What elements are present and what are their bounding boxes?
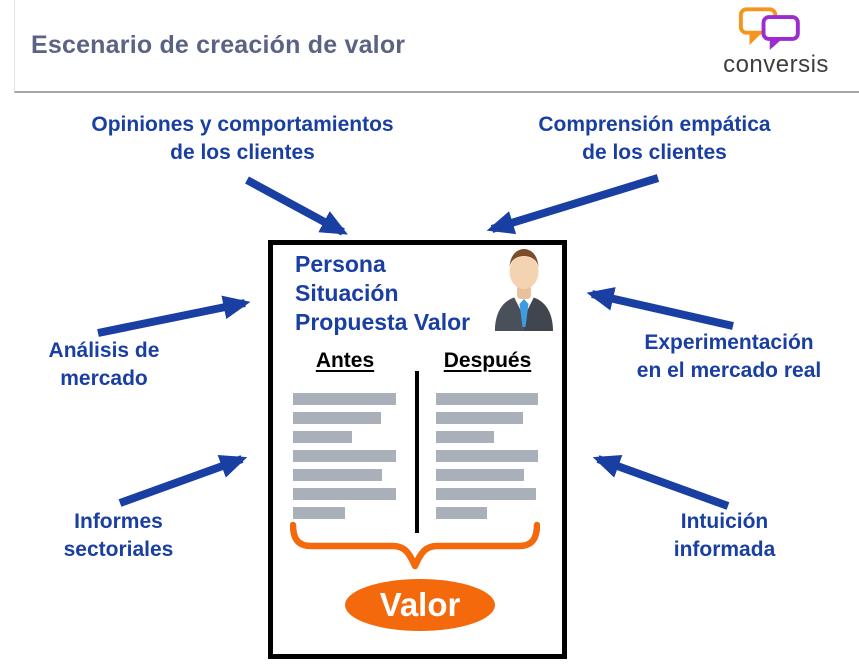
label-intuicion: Intuición informada — [673, 510, 776, 561]
report-line-bar — [293, 412, 381, 424]
valor-ellipse: Valor — [345, 579, 495, 631]
arrow-analisis-to-box — [97, 295, 251, 337]
speech-bubbles-icon — [738, 7, 800, 50]
report-line-bar — [436, 412, 523, 424]
report-line-bar — [436, 450, 538, 462]
scenario-box: Persona Situación Propuesta Valor Antes … — [268, 240, 567, 659]
label-analisis: Análisis de mercado — [48, 339, 160, 390]
report-line-bar — [293, 450, 396, 462]
report-line-bar — [293, 469, 382, 481]
label-opiniones: Opiniones y comportamientos de los clien… — [91, 113, 394, 164]
report-line-bar — [293, 507, 345, 519]
label-informes: Informes sectoriales — [63, 510, 174, 561]
report-line-bar — [436, 431, 494, 443]
page-title: Escenario de creación de valor — [31, 31, 406, 59]
arrow-informes-to-box — [118, 455, 248, 507]
report-line-bar — [293, 393, 396, 405]
label-comprension: Comprensión empática de los clientes — [538, 113, 771, 164]
report-line-bar — [436, 507, 487, 519]
report-line-bar — [436, 393, 538, 405]
column-antes: Antes — [293, 349, 397, 526]
scenario-heading: Persona Situación Propuesta Valor — [295, 251, 471, 335]
antes-bars — [293, 393, 397, 519]
antes-header: Antes — [315, 349, 375, 372]
header-band: Escenario de creación de valor conversis — [14, 0, 859, 93]
despues-bars — [436, 393, 539, 519]
valor-label: Valor — [379, 586, 461, 623]
report-line-bar — [436, 469, 524, 481]
logo-wordmark: conversis — [723, 51, 829, 78]
label-experimentacion: Experimentación en el mercado real — [636, 331, 822, 382]
report-line-bar — [293, 431, 352, 443]
column-divider-line — [415, 371, 419, 533]
arrow-comprension-to-box — [486, 174, 660, 235]
report-line-bar — [436, 488, 536, 500]
despues-header: Después — [443, 349, 532, 372]
arrow-experimentacion-to-box — [586, 287, 734, 330]
column-despues: Después — [436, 349, 539, 526]
businessman-icon — [495, 249, 553, 331]
conversis-logo: conversis — [701, 5, 851, 79]
orange-brace — [290, 521, 540, 570]
arrow-intuicion-to-box — [592, 455, 730, 510]
arrow-opiniones-to-box — [245, 176, 348, 236]
report-line-bar — [293, 488, 396, 500]
